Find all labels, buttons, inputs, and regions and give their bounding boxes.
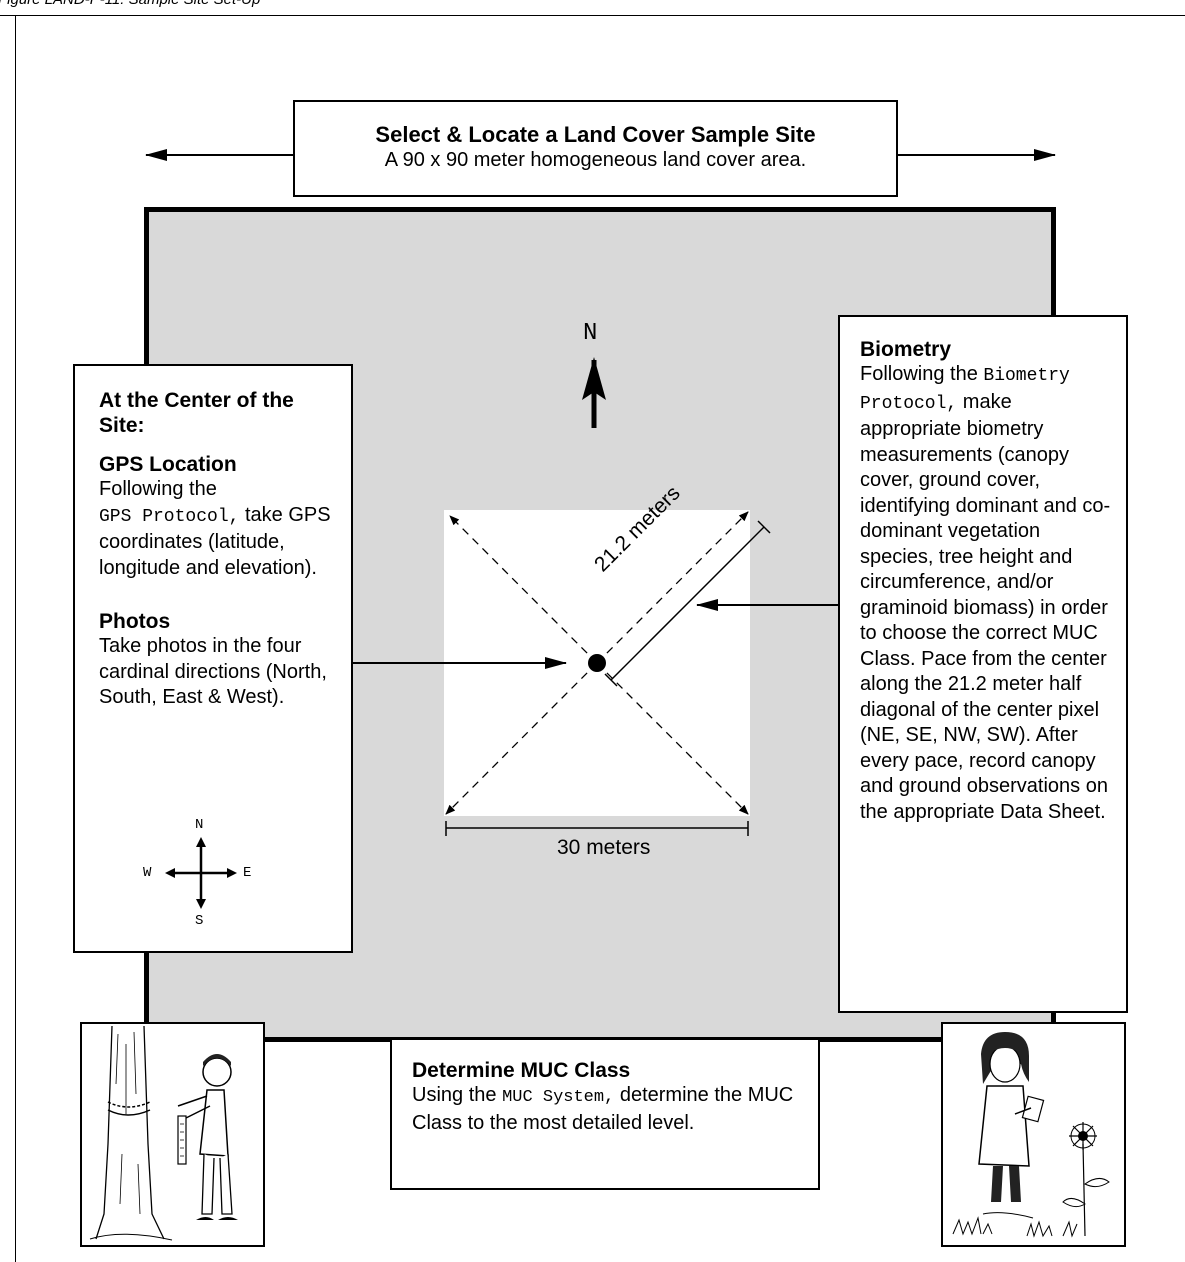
muc-text: Using the MUC System, determine the MUC … <box>412 1084 794 1134</box>
center-box-heading: At the Center of the Site: <box>99 389 294 437</box>
muc-class-box: Determine MUC Class Using the MUC System… <box>390 1038 820 1190</box>
gps-protocol-link: GPS Protocol, <box>99 506 240 527</box>
biometry-text: Following the Biometry Protocol, make ap… <box>860 363 1111 823</box>
photos-heading: Photos <box>99 610 171 633</box>
diagonal-nw <box>449 515 598 664</box>
biometry-box: Biometry Following the Biometry Protocol… <box>838 315 1128 1013</box>
compass-n: N <box>195 817 204 833</box>
diagonal-se <box>596 662 749 815</box>
center-point <box>588 654 606 672</box>
gps-heading: GPS Location <box>99 453 237 476</box>
width-label: 30 meters <box>557 836 651 859</box>
site-selection-box: Select & Locate a Land Cover Sample Site… <box>293 100 898 197</box>
tree-measurement-illustration <box>80 1022 265 1247</box>
site-box-title: Select & Locate a Land Cover Sample Site <box>375 122 816 147</box>
frame-left-line <box>15 15 16 1262</box>
compass-s: S <box>195 913 204 929</box>
photos-text: Take photos in the four cardinal directi… <box>99 635 327 708</box>
gps-text: Following the GPS Protocol, take GPS coo… <box>99 478 331 579</box>
muc-system-link: MUC System, <box>502 1088 615 1107</box>
compass-e: E <box>243 865 252 881</box>
north-label: N <box>583 320 598 347</box>
biometry-protocol-link: Biometry Protocol, <box>860 366 1070 414</box>
half-diagonal-dimension <box>610 526 765 681</box>
diagonal-sw <box>445 662 598 815</box>
data-recording-illustration <box>941 1022 1126 1247</box>
compass-w: W <box>143 865 152 881</box>
biometry-heading: Biometry <box>860 338 952 361</box>
center-of-site-box: At the Center of the Site: GPS Location … <box>73 364 353 953</box>
figure-caption: Figure LAND-P-11: Sample Site Set-Up <box>0 0 260 8</box>
muc-heading: Determine MUC Class <box>412 1059 631 1082</box>
compass: N S W E <box>137 817 257 931</box>
site-box-subtitle: A 90 x 90 meter homogeneous land cover a… <box>384 149 807 171</box>
diagonal-ne <box>596 511 749 664</box>
frame-top-line <box>0 15 1185 16</box>
